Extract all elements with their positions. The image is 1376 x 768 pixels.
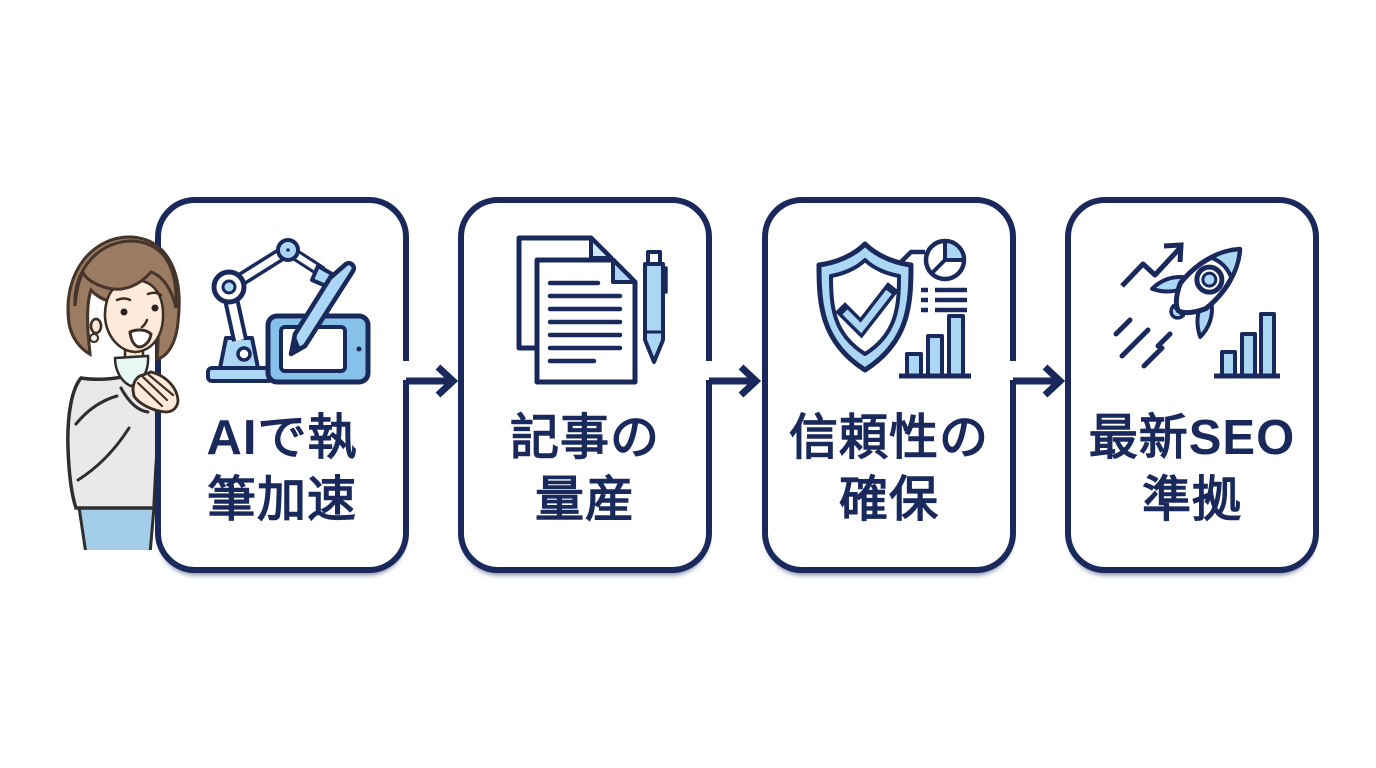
flow-arrow-icon — [704, 361, 762, 398]
step-card-seo-compliance: 最新SEO 準拠 — [1065, 197, 1319, 573]
robot-arm-writing-icon — [192, 229, 372, 391]
flow-arrow-icon — [401, 361, 459, 398]
step-label: 信頼性の 確保 — [789, 407, 989, 531]
step-label-line1: AIで執 — [206, 411, 358, 465]
step-label-line1: 記事の — [509, 411, 660, 465]
rocket-growth-icon — [1100, 229, 1285, 391]
flow-arrow-icon — [1008, 361, 1066, 398]
step-label: 記事の 量産 — [510, 407, 660, 531]
woman-overlay — [66, 235, 181, 414]
step-card-article-volume: 記事の 量産 — [458, 197, 712, 573]
step-label: AIで執 筆加速 — [206, 407, 357, 531]
step-label-line2: 準拠 — [1141, 473, 1242, 527]
documents-pen-icon — [495, 229, 675, 391]
step-label-line1: 最新SEO — [1088, 411, 1296, 465]
step-card-reliability: 信頼性の 確保 — [762, 197, 1016, 573]
step-label-line2: 量産 — [534, 473, 635, 527]
shield-check-chart-icon — [799, 229, 979, 391]
step-label-line2: 確保 — [838, 473, 939, 527]
step-label-line1: 信頼性の — [788, 411, 989, 465]
step-label: 最新SEO 準拠 — [1089, 407, 1295, 531]
step-label-line2: 筆加速 — [206, 473, 357, 527]
